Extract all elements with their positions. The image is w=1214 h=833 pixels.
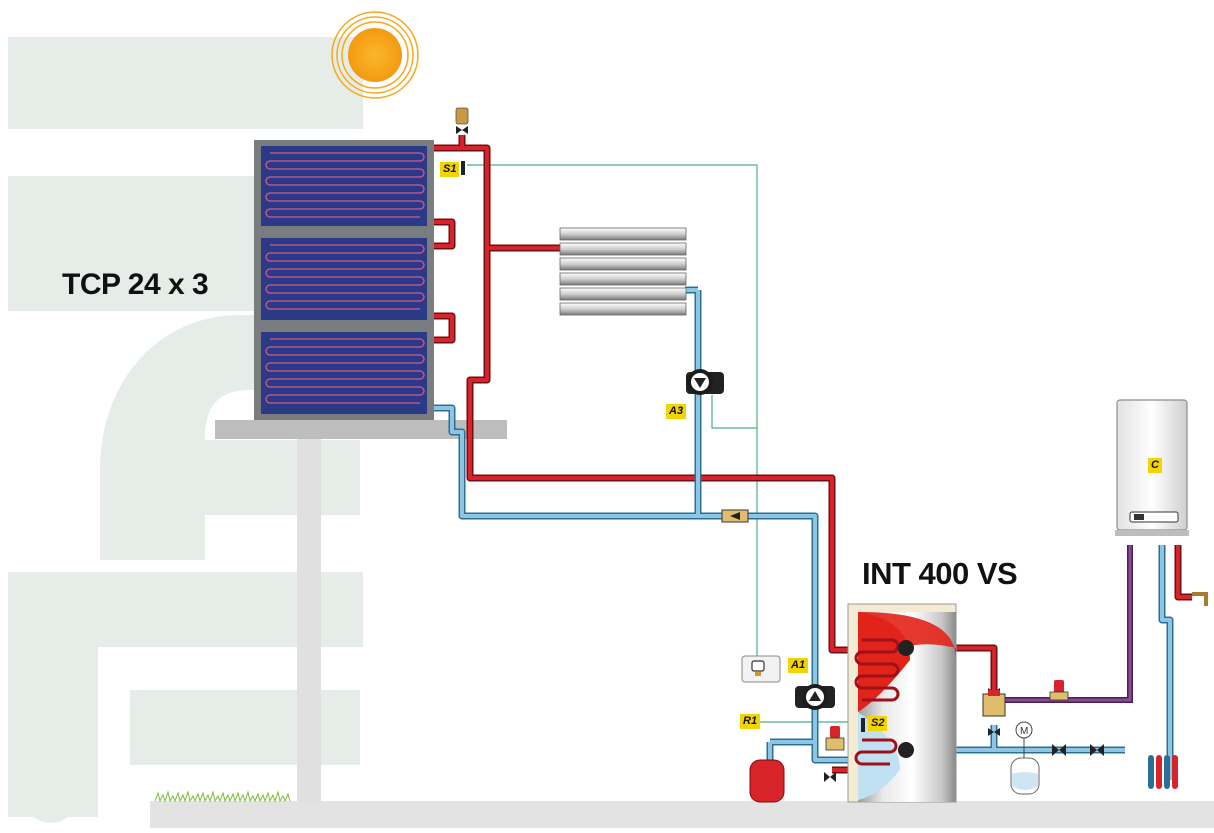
pump-a3-tag: A3: [666, 404, 687, 419]
heating-coil-icon: [1148, 755, 1178, 789]
check-valve-icon: [721, 509, 749, 523]
gas-pipe: [1005, 545, 1133, 703]
grass: [154, 790, 291, 803]
safety-valve-icon: [1049, 680, 1069, 701]
solar-collector-panel: [254, 140, 434, 232]
shutoff-valve-icon: [1052, 744, 1104, 756]
radiator: [559, 227, 687, 316]
sensor-wiring: [467, 164, 862, 723]
sun-icon: [331, 11, 419, 99]
storage-tank: [847, 603, 957, 803]
safety-valve-icon: [825, 726, 845, 751]
sensor-s1-probe: [461, 161, 465, 175]
cold-pipes: [434, 286, 1174, 780]
mixing-valve-icon: [982, 690, 1006, 717]
solar-collector-array: [254, 140, 434, 420]
pump-a1-icon: [795, 684, 835, 710]
drain-valve-icon: [824, 772, 836, 782]
collector-model-label: TCP 24 x 3: [62, 268, 209, 301]
solar-controller-icon: [741, 655, 781, 683]
solar-collector-panel: [254, 326, 434, 420]
solar-collector-panel: [254, 232, 434, 326]
sensor-s1-tag: S1: [440, 162, 460, 177]
pump-a1-tag: A1: [788, 658, 809, 673]
sensor-s2-tag: S2: [868, 716, 888, 731]
ground: [150, 420, 1214, 828]
tank-model-label: INT 400 VS: [862, 556, 1018, 591]
boiler-c-tag: C: [1148, 458, 1162, 473]
expansion-vessel-icon: [749, 759, 785, 803]
air-vent-icon: [455, 107, 469, 134]
expansion-vessel-icon: M: [1010, 721, 1040, 795]
svg-text:M: M: [1020, 726, 1028, 737]
pump-a3-icon: [686, 369, 724, 395]
dhw-tap-icon: [1192, 592, 1208, 606]
controller-r1-tag: R1: [740, 714, 761, 729]
